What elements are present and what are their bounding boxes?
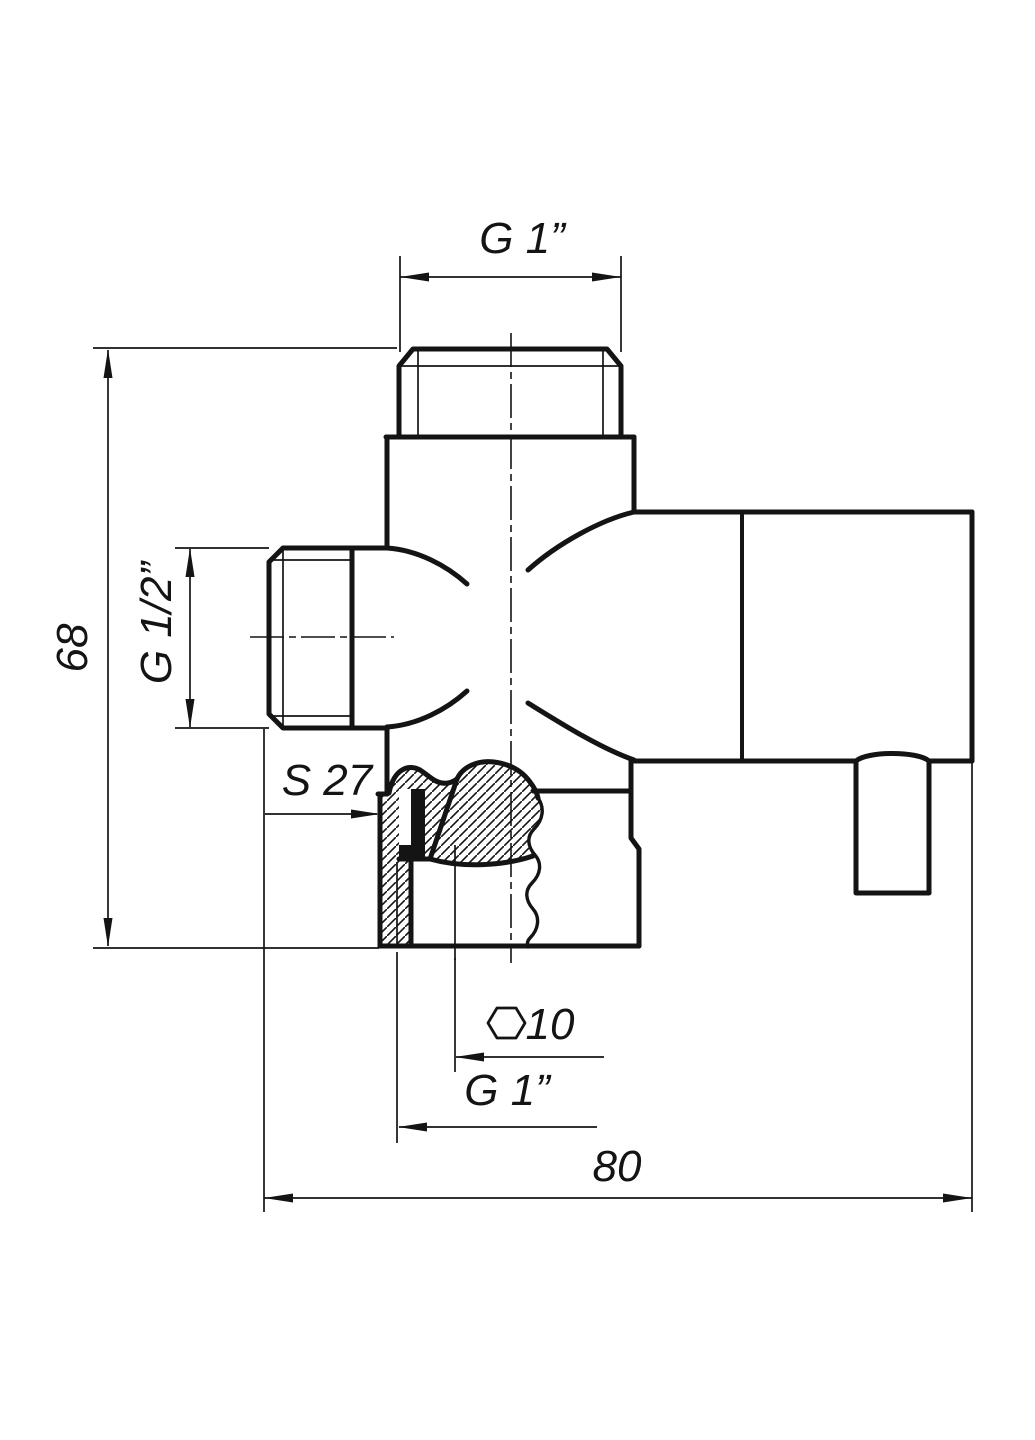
seat-diagonal-edge [427,776,460,862]
seal-section [399,789,425,859]
arrow-top-thread-right [592,272,621,282]
label-hex-socket: 10 [526,1000,575,1049]
arrow-wrench-flats [351,809,380,819]
arrow-bottom-thread [398,1122,427,1132]
arrow-width-right [943,1193,972,1203]
ball-section-hatch [430,761,543,865]
drain-port-outline [853,758,932,896]
fillet-upper-right [525,509,637,573]
wall-top-profile [386,765,460,796]
top-thread-outline [396,346,624,440]
dimension-arrows [103,272,972,1203]
arrow-width-left [264,1193,293,1203]
label-overall-height: 68 [48,623,97,672]
arrow-hex-socket [455,1052,484,1062]
dimension-labels: G 1” 68 G 1/2” S 27 10 G 1” 80 [48,214,642,1191]
arrow-side-thread-top [185,548,195,577]
section-hatching [380,761,543,946]
label-side-thread: G 1/2” [132,560,181,685]
arrow-side-thread-bottom [185,699,195,728]
fillet-lower-right [525,700,637,763]
bore-gap [399,789,411,845]
dimension-lines [107,276,972,1199]
drain-port-arc [853,751,932,764]
side-thread-outline [266,545,390,731]
ball-lower-silhouette [427,853,536,868]
label-wrench-flats: S 27 [282,756,374,805]
label-overall-width: 80 [593,1142,642,1191]
arrow-height-top [103,349,113,378]
arrow-height-bottom [103,918,113,947]
fillet-lower-left [384,688,470,730]
break-line [525,796,544,949]
fillet-upper-left [384,545,470,587]
bottom-port-right-edge [628,788,642,949]
hex-socket-icon [486,1006,527,1040]
arrow-top-thread-left [400,272,429,282]
thread-lines [270,350,621,960]
valve-body-outline [266,346,975,949]
label-top-thread: G 1” [479,214,567,263]
label-bottom-thread: G 1” [464,1066,552,1115]
extension-lines [93,256,973,1212]
